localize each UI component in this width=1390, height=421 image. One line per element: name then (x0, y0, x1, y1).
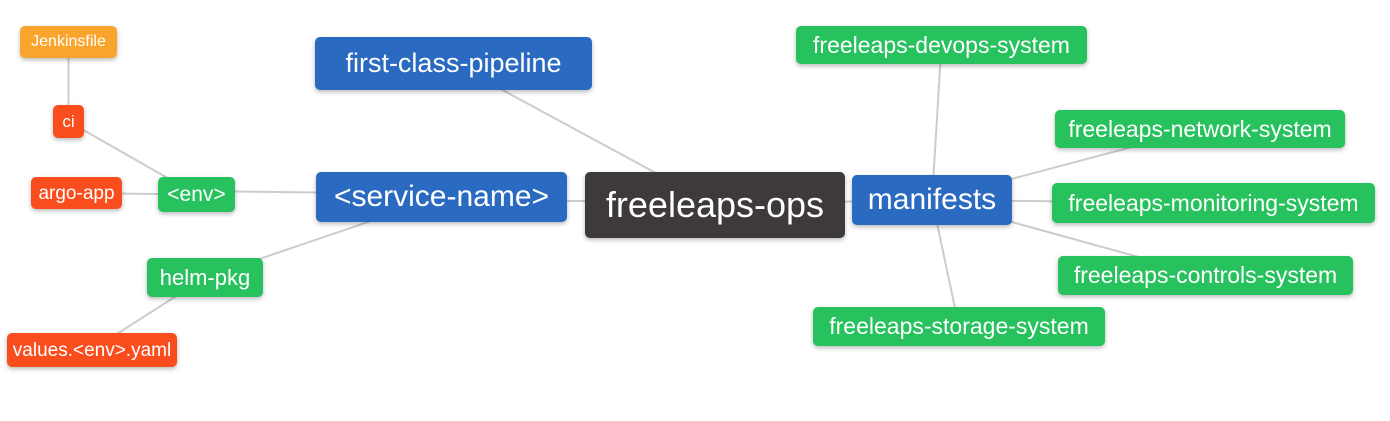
node-devops-system[interactable]: freeleaps-devops-system (796, 26, 1087, 64)
node-storage-system[interactable]: freeleaps-storage-system (813, 307, 1105, 346)
node-controls-system[interactable]: freeleaps-controls-system (1058, 256, 1353, 295)
node-network-system[interactable]: freeleaps-network-system (1055, 110, 1345, 148)
node-jenkinsfile[interactable]: Jenkinsfile (20, 26, 117, 58)
node-argo-app[interactable]: argo-app (31, 177, 122, 209)
node-monitoring-system[interactable]: freeleaps-monitoring-system (1052, 183, 1375, 223)
node-ci[interactable]: ci (53, 105, 84, 138)
node-service-name[interactable]: <service-name> (316, 172, 567, 222)
node-values-env-yaml[interactable]: values.<env>.yaml (7, 333, 177, 367)
node-env[interactable]: <env> (158, 177, 235, 212)
node-manifests[interactable]: manifests (852, 175, 1012, 225)
node-helm-pkg[interactable]: helm-pkg (147, 258, 263, 297)
node-freeleaps-ops-root[interactable]: freeleaps-ops (585, 172, 845, 238)
node-first-class-pipeline[interactable]: first-class-pipeline (315, 37, 592, 90)
edge-manifests-devops-system (931, 44, 943, 201)
